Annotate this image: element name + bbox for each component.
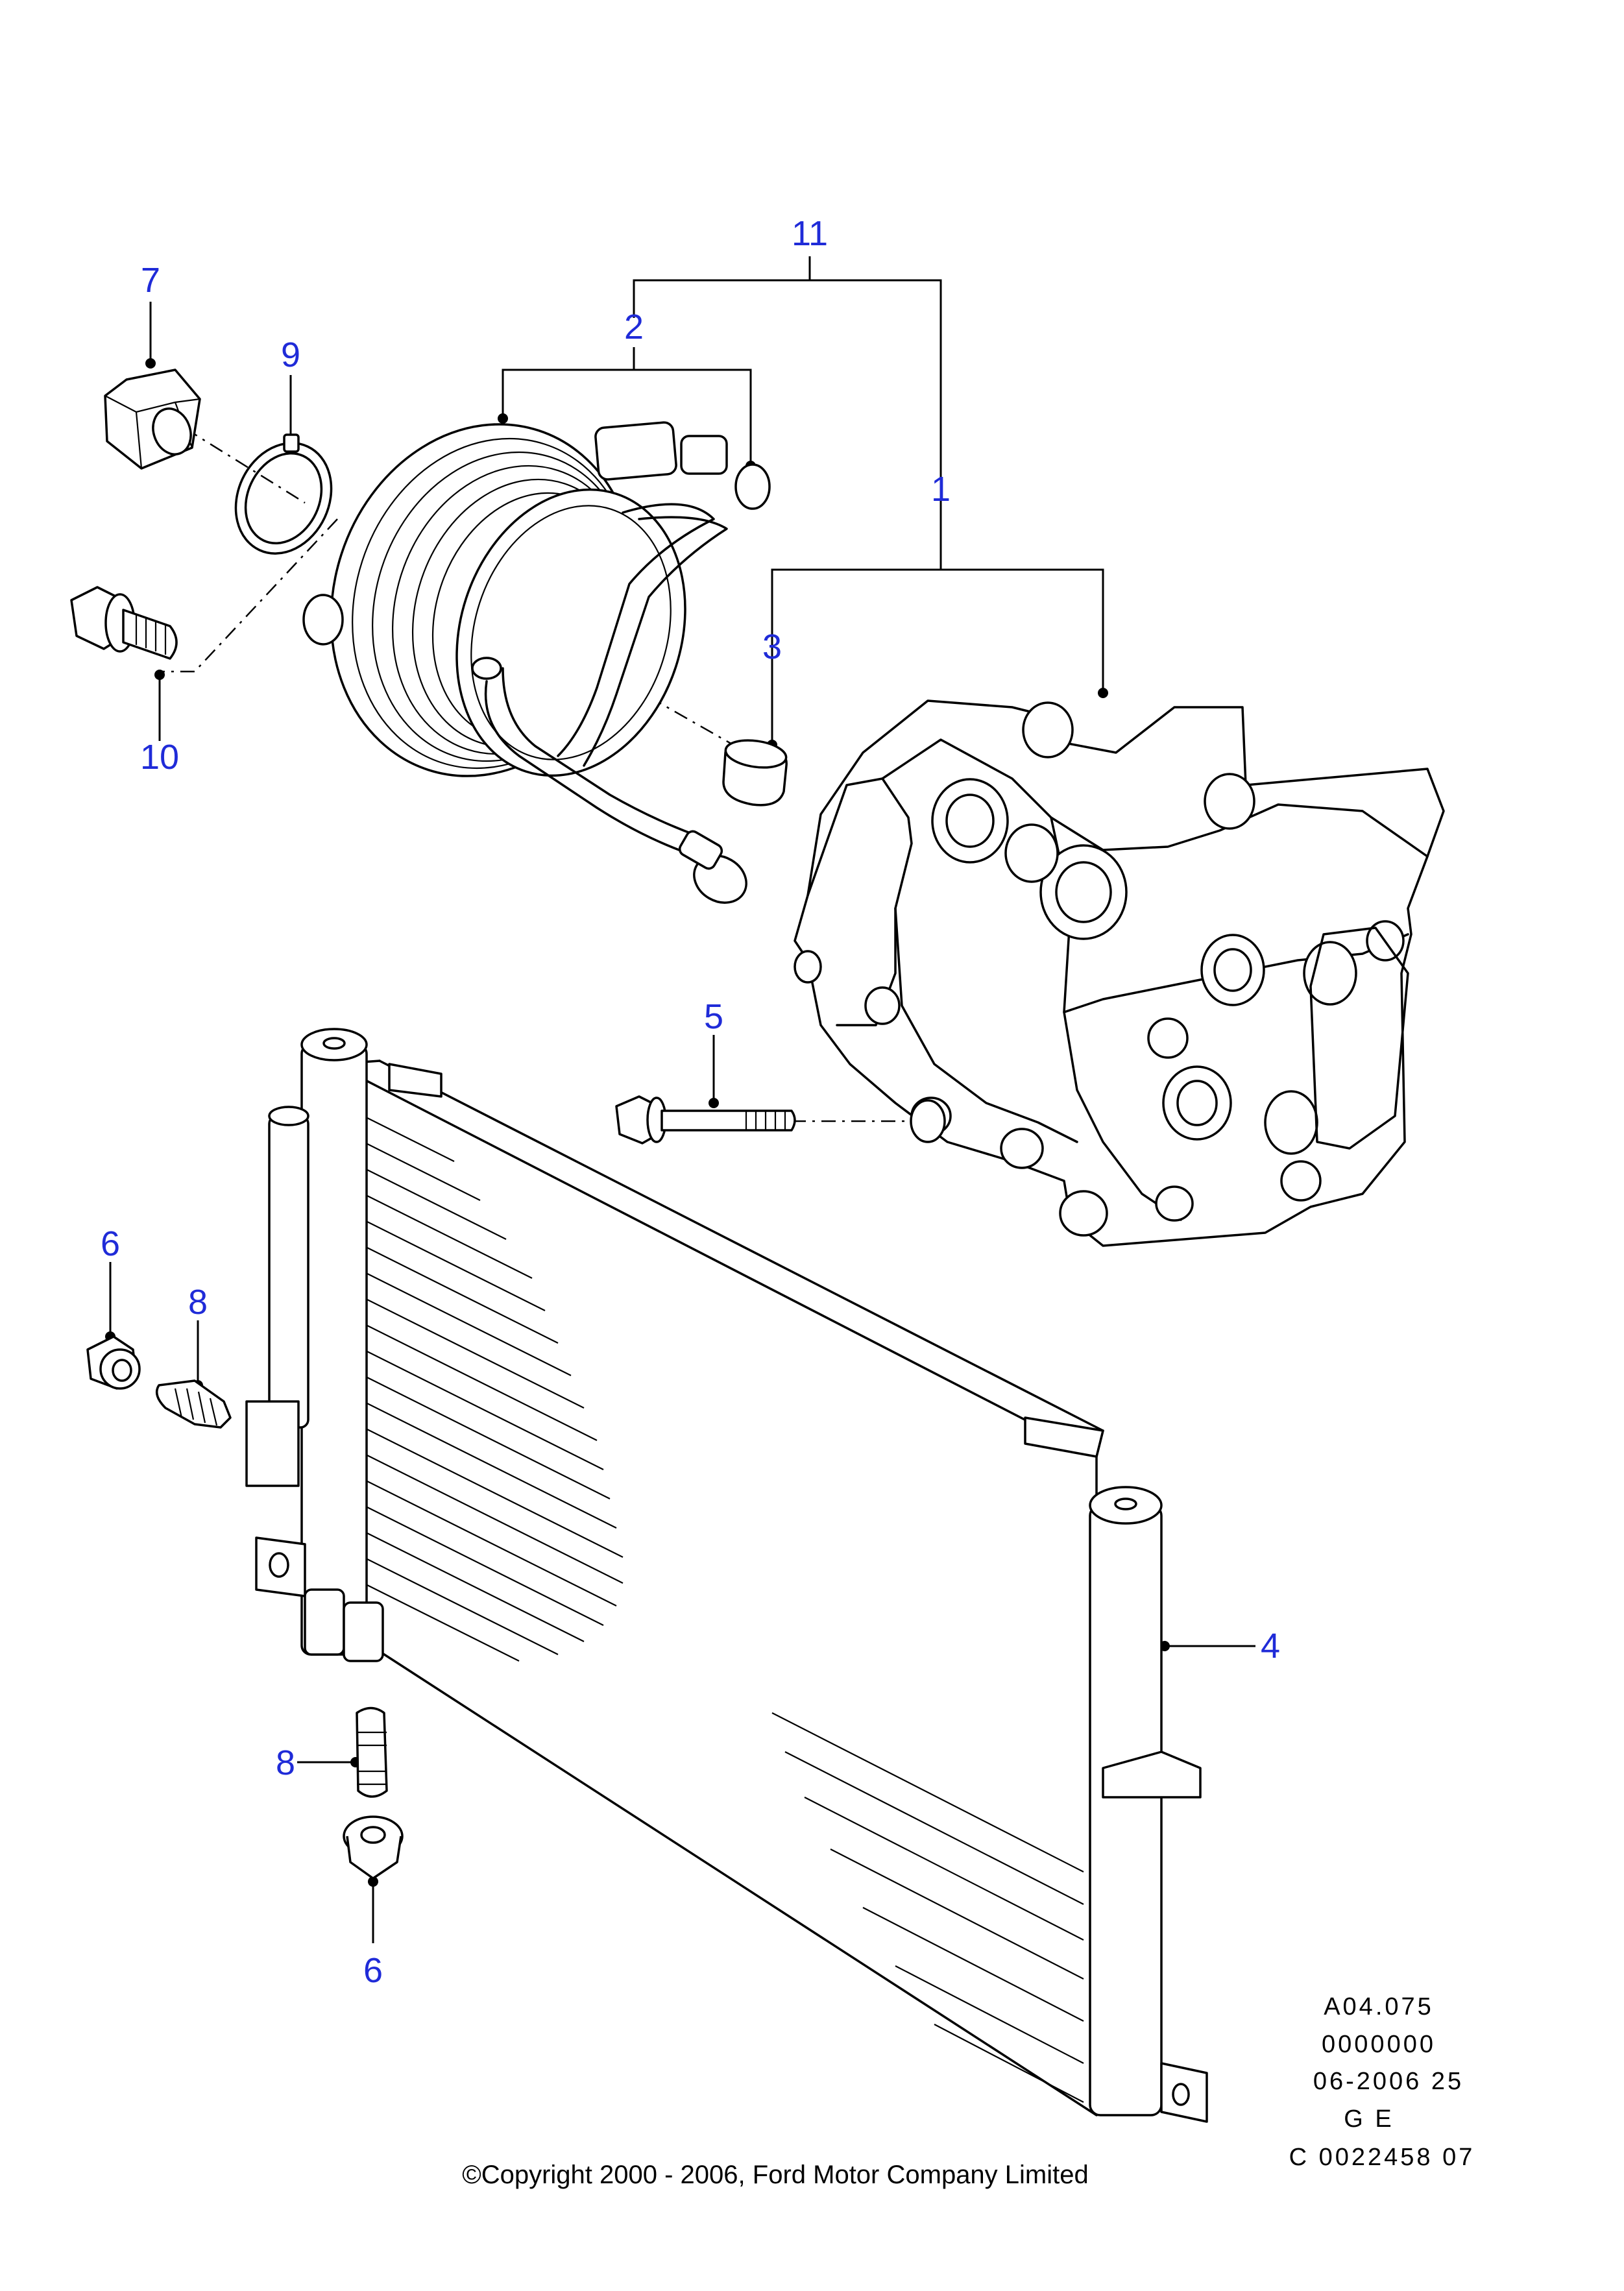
callout-6-upper: 6 — [101, 1224, 120, 1263]
reference-line-1: A04.075 — [1324, 1993, 1434, 2020]
callout-7: 7 — [141, 261, 160, 300]
callout-1: 1 — [931, 470, 951, 509]
copyright-notice: ©Copyright 2000 - 2006, Ford Motor Compa… — [462, 2161, 1089, 2189]
cap-part-3 — [722, 739, 788, 806]
callout-8-lower: 8 — [276, 1743, 295, 1782]
callout-10: 10 — [140, 738, 179, 777]
stud-part-8-upper — [155, 1379, 232, 1429]
callout-6-lower: 6 — [363, 1951, 383, 1990]
reference-stamp: A04.075 0000000 06-2006 25 G E C 0022458… — [1289, 1993, 1475, 2171]
leader-lines — [109, 256, 1255, 1943]
callout-3: 3 — [762, 627, 782, 666]
stud-part-8-lower — [356, 1706, 388, 1798]
hex-nut-part-7 — [104, 369, 201, 470]
compressor-part-1 — [794, 699, 1445, 1247]
callout-2: 2 — [624, 308, 644, 346]
callout-11: 11 — [792, 214, 828, 253]
callout-4: 4 — [1261, 1627, 1280, 1666]
flange-nut-part-6-lower — [343, 1815, 404, 1880]
callout-8-upper: 8 — [188, 1283, 208, 1322]
assembly-axes — [161, 427, 928, 1122]
condenser-part-4 — [245, 1028, 1208, 2123]
flange-bolt-part-10 — [70, 586, 178, 660]
flange-nut-part-6-upper — [86, 1335, 141, 1390]
callout-labels: 11 2 1 3 5 7 9 10 6 8 4 8 6 — [101, 214, 1280, 1990]
reference-line-5: C 0022458 07 — [1289, 2144, 1475, 2171]
clutch-pulley-part-2 — [302, 421, 771, 904]
long-bolt-part-5 — [615, 1095, 796, 1145]
snap-ring-part-9 — [234, 433, 333, 555]
callout-9: 9 — [281, 335, 300, 374]
reference-line-4: G E — [1344, 2105, 1394, 2133]
callout-5: 5 — [704, 997, 723, 1036]
reference-line-3: 06-2006 25 — [1313, 2068, 1464, 2095]
reference-line-2: 0000000 — [1322, 2031, 1436, 2058]
